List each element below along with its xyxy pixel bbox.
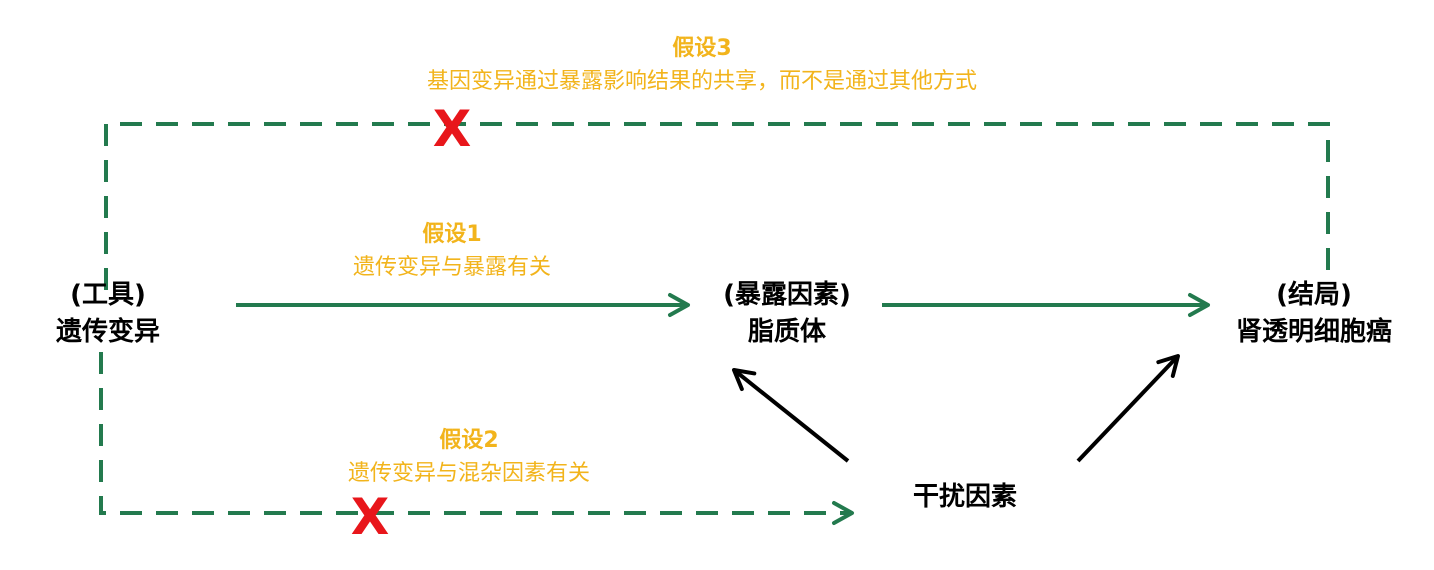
- hypothesis2-title: 假设2: [439, 428, 498, 453]
- hypothesis1-desc: 遗传变异与暴露有关: [353, 255, 551, 280]
- outcome-name-label: 肾透明细胞癌: [1236, 316, 1392, 347]
- hypothesis3-title: 假设3: [672, 36, 731, 61]
- instrument-role-label: (工具): [70, 280, 146, 310]
- exposure-name-label: 脂质体: [748, 317, 827, 347]
- confounder-label: 干扰因素: [913, 482, 1017, 512]
- hypothesis3-cross-icon: X: [433, 100, 472, 158]
- arrow-confounder-to-exposure: [732, 368, 850, 463]
- exposure-role-label: (暴露因素): [723, 280, 851, 310]
- arrow-confounder-to-outcome: [1076, 354, 1180, 463]
- hypothesis3-desc: 基因变异通过暴露影响结果的共享，而不是通过其他方式: [427, 69, 977, 94]
- outcome-role-label: (结局): [1276, 280, 1352, 310]
- hypothesis1-title: 假设1: [422, 222, 481, 247]
- hypothesis2-desc: 遗传变异与混杂因素有关: [348, 461, 590, 486]
- hypothesis2-cross-icon: X: [351, 488, 390, 546]
- hypothesis2-dashed-path: [99, 352, 854, 525]
- hypothesis3-dashed-path: [104, 122, 1330, 290]
- instrument-name-label: 遗传变异: [56, 316, 160, 347]
